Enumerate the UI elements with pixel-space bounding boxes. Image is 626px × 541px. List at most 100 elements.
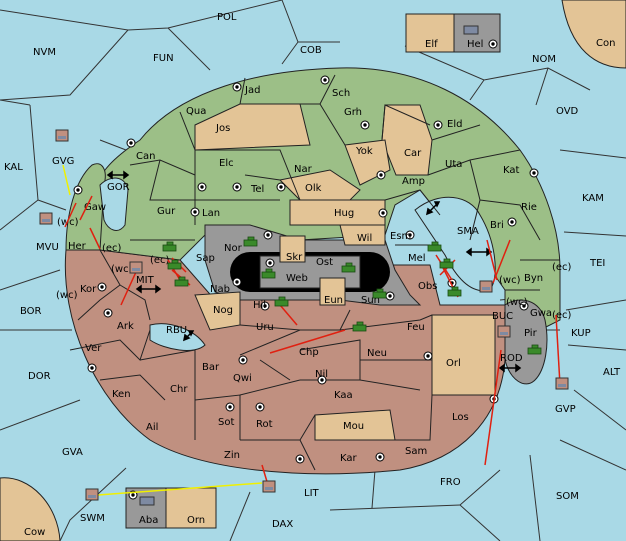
army-icon <box>174 276 189 287</box>
army-icon <box>243 236 258 247</box>
svg-text:Web: Web <box>286 273 308 284</box>
fleet-icon <box>479 280 493 293</box>
province-Orl[interactable] <box>431 314 496 396</box>
svg-text:Jad: Jad <box>244 85 260 96</box>
svg-text:(wc): (wc) <box>56 290 78 301</box>
svg-text:Hug: Hug <box>334 208 354 219</box>
svg-text:Kat: Kat <box>503 165 520 176</box>
svg-text:Sam: Sam <box>405 446 427 457</box>
army-icon <box>261 268 276 279</box>
svg-text:(wc): (wc) <box>111 264 133 275</box>
svg-text:Elc: Elc <box>219 158 234 169</box>
svg-text:Kaa: Kaa <box>334 390 353 401</box>
svg-text:Tel: Tel <box>250 184 264 195</box>
svg-text:Nar: Nar <box>294 164 313 175</box>
svg-text:BOR: BOR <box>20 306 42 317</box>
svg-text:Ost: Ost <box>316 257 333 268</box>
svg-text:POL: POL <box>217 12 237 23</box>
sc-Sun <box>385 291 395 301</box>
svg-text:Sap: Sap <box>196 253 215 264</box>
fleet-icon <box>555 377 569 390</box>
army-icon <box>527 344 542 355</box>
svg-text:(wc): (wc) <box>499 275 521 286</box>
svg-text:(ec): (ec) <box>102 243 122 254</box>
svg-text:Gur: Gur <box>157 206 176 217</box>
army-icon <box>162 241 177 252</box>
sc-Olk <box>276 182 286 192</box>
svg-text:(ec): (ec) <box>552 262 572 273</box>
fleet-icon <box>262 480 276 493</box>
sc-Ark <box>103 308 113 318</box>
svg-text:Grh: Grh <box>344 107 362 118</box>
svg-text:TEI: TEI <box>589 258 605 269</box>
province-Eun[interactable] <box>319 277 346 306</box>
province-Pir[interactable] <box>504 299 548 385</box>
svg-text:Her: Her <box>68 241 87 252</box>
supply-centers <box>73 39 539 500</box>
fleet-icon <box>55 129 69 142</box>
svg-text:Los: Los <box>452 412 469 423</box>
svg-text:Lan: Lan <box>202 208 220 219</box>
svg-text:RBU: RBU <box>166 325 187 336</box>
province-Jos[interactable] <box>194 103 311 151</box>
svg-text:Qua: Qua <box>186 106 206 117</box>
fleet-icon <box>129 261 143 274</box>
province-Wil[interactable] <box>339 224 386 246</box>
svg-text:Skr: Skr <box>286 252 303 263</box>
svg-text:KAM: KAM <box>582 193 604 204</box>
sc-Esm <box>405 230 415 240</box>
sea-RBU[interactable] <box>149 323 206 351</box>
svg-text:Gwa: Gwa <box>530 308 552 319</box>
svg-text:Car: Car <box>404 148 422 159</box>
province-Orn[interactable] <box>165 487 217 529</box>
svg-text:Rot: Rot <box>256 419 273 430</box>
svg-text:Chp: Chp <box>299 347 319 358</box>
sc-Kar <box>375 452 385 462</box>
svg-text:ALT: ALT <box>603 367 621 378</box>
sc-Qwi <box>238 355 248 365</box>
svg-text:Olk: Olk <box>305 183 322 194</box>
province-Elf[interactable] <box>405 13 455 53</box>
svg-text:Esm: Esm <box>390 231 411 242</box>
svg-text:Orn: Orn <box>187 515 205 526</box>
svg-text:NOM: NOM <box>532 54 556 65</box>
svg-text:DAX: DAX <box>272 519 293 530</box>
svg-text:Uru: Uru <box>256 322 274 333</box>
svg-text:Cow: Cow <box>24 527 45 538</box>
sc-Gaw <box>73 185 83 195</box>
svg-text:Bri: Bri <box>490 220 504 231</box>
svg-text:KAL: KAL <box>4 162 23 173</box>
fleet-icon <box>85 488 99 501</box>
svg-text:Kor: Kor <box>80 284 97 295</box>
army-icon <box>274 296 289 307</box>
army-icon <box>447 286 462 297</box>
svg-text:Yok: Yok <box>355 146 373 157</box>
svg-text:Mel: Mel <box>408 253 426 264</box>
svg-text:Hel: Hel <box>467 39 483 50</box>
province-Skr[interactable] <box>279 235 306 263</box>
orders-yellow <box>62 164 263 496</box>
svg-text:Qwi: Qwi <box>233 373 252 384</box>
sea-GOR[interactable] <box>99 177 129 231</box>
svg-text:Amp: Amp <box>402 176 425 187</box>
svg-text:(ec): (ec) <box>552 310 572 321</box>
labels: POL NVM FUN COB NOM Con Elf Hel OVD KAL … <box>4 12 621 538</box>
svg-text:GVP: GVP <box>555 404 576 415</box>
sc-Grh <box>360 120 370 130</box>
svg-text:Nab: Nab <box>210 284 230 295</box>
svg-text:Byn: Byn <box>524 273 543 284</box>
svg-text:Pir: Pir <box>524 328 538 339</box>
svg-text:Neu: Neu <box>367 348 387 359</box>
army-icon <box>167 259 182 270</box>
svg-text:Kar: Kar <box>340 453 358 464</box>
svg-text:Orl: Orl <box>446 358 461 369</box>
sc-Nor <box>263 230 273 240</box>
sc-Tel <box>232 182 242 192</box>
svg-text:FRO: FRO <box>440 477 461 488</box>
sc-Kat <box>529 168 539 178</box>
svg-text:GVG: GVG <box>52 156 74 167</box>
sc-Zin <box>295 454 305 464</box>
svg-text:Con: Con <box>596 38 615 49</box>
fleet-icon <box>497 325 511 338</box>
